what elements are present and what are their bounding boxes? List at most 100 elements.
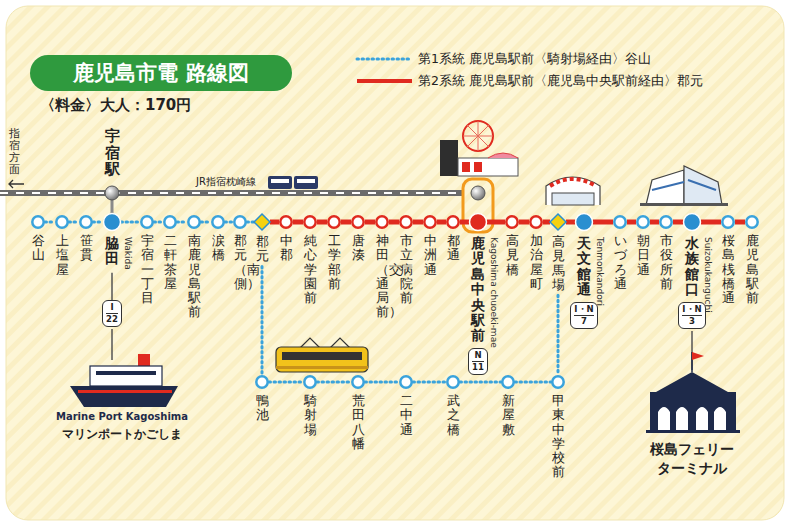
stop-circle xyxy=(637,216,648,227)
central-station-illustration xyxy=(440,140,458,176)
jr-line xyxy=(105,186,119,200)
stop-circle xyxy=(351,215,365,229)
route-2-track xyxy=(519,220,529,225)
stop-circle xyxy=(212,216,223,227)
stop-circle xyxy=(529,215,543,229)
tram-stop: 宇宿一丁目 xyxy=(140,215,154,229)
legend-sample xyxy=(357,59,412,81)
major-stop-circle xyxy=(470,214,487,231)
route-1-track xyxy=(45,221,55,224)
aquarium-building xyxy=(652,180,716,190)
ferry-terminal-illustration xyxy=(646,430,740,433)
stop-romaji: Kagoshima chuoeki-mae xyxy=(488,237,499,348)
stop-circle xyxy=(506,216,517,227)
central-station-frame xyxy=(471,186,485,200)
stop-circle xyxy=(256,376,267,387)
junction-diamond xyxy=(254,214,270,230)
jr-line-name: JR指宿枕崎線 xyxy=(196,175,256,189)
tram-stop: 荒田八幡 xyxy=(351,375,365,389)
stop-circle xyxy=(304,376,315,387)
stop-name: 高見橋 xyxy=(506,234,519,277)
tenmonkan-arcade xyxy=(546,177,600,205)
stop-circle xyxy=(279,215,293,229)
tram-stop: 天文館通Tenmonkandori xyxy=(575,213,593,231)
route-2-track xyxy=(317,220,327,225)
stop-name: 工学部前 xyxy=(328,234,341,291)
stop-circle xyxy=(446,375,460,389)
stop-circle xyxy=(423,215,437,229)
tram-stop: 加治屋町 xyxy=(529,215,543,229)
central-station-illustration xyxy=(463,121,493,151)
aquarium-building xyxy=(640,203,728,206)
central-station-illustration xyxy=(462,162,470,172)
leader-line xyxy=(112,329,692,370)
tram-stop: 水族館口Suizokukanguchi xyxy=(683,213,701,231)
stop-circle xyxy=(614,216,625,227)
stop-circle xyxy=(352,216,363,227)
stop-circle xyxy=(187,215,201,229)
destination-romaji: Marine Port Kagoshima xyxy=(56,411,188,422)
stop-name: 天文館通 xyxy=(577,236,591,298)
stop-name: 鴨池 xyxy=(256,394,269,423)
stop-name: 甲東中学校前 xyxy=(552,394,565,480)
tram-illustration xyxy=(282,352,362,360)
tram-stop: 笹貫 xyxy=(79,215,93,229)
stop-circle xyxy=(722,216,733,227)
route-1-track xyxy=(201,221,211,224)
stop-circle xyxy=(280,216,291,227)
stop-circle xyxy=(328,216,339,227)
ferry-terminal-illustration xyxy=(658,407,726,430)
route-1-track xyxy=(269,381,303,384)
stop-circle xyxy=(530,216,541,227)
stop-name: 市役所前 xyxy=(660,234,673,291)
stop-circle xyxy=(399,215,413,229)
tram-stop: 唐湊 xyxy=(351,215,365,229)
stop-circle xyxy=(376,216,387,227)
stop-name: 都通 xyxy=(447,234,460,263)
stop-name: 二軒茶屋 xyxy=(164,234,177,291)
stop-circle xyxy=(233,215,247,229)
stop-circle xyxy=(164,216,175,227)
ship-illustration xyxy=(70,354,178,407)
fare-note: 〈料金〉大人：170円 xyxy=(40,96,191,115)
stop-circle xyxy=(552,376,563,387)
direction-label: 指宿方面 xyxy=(9,128,20,176)
jr-train xyxy=(297,179,315,183)
route-1-track xyxy=(93,221,103,224)
tram-stop: 中郡 xyxy=(279,215,293,229)
stop-circle xyxy=(304,216,315,227)
tram-stop: 郡元（南側） xyxy=(233,215,247,229)
stop-circle xyxy=(79,215,93,229)
stop-name: いづろ通 xyxy=(614,234,627,291)
stop-circle xyxy=(327,215,341,229)
route-1-track xyxy=(460,381,501,384)
stop-circle xyxy=(683,213,701,231)
central-station-illustration xyxy=(488,153,518,158)
ship-illustration xyxy=(138,354,150,366)
station-number: 11 xyxy=(472,361,484,373)
stop-name: 荒田八幡 xyxy=(352,394,365,451)
route-1-track xyxy=(317,381,351,384)
stop-circle xyxy=(303,215,317,229)
stop-circle xyxy=(447,216,458,227)
stop-circle xyxy=(140,215,154,229)
stop-circle xyxy=(575,213,593,231)
tram-stop: 高見馬場 xyxy=(550,214,566,230)
stop-name: 涙橋 xyxy=(212,234,225,263)
stop-name: 南鹿児島駅前 xyxy=(188,234,201,320)
stop-circle xyxy=(746,216,757,227)
stop-name: 鹿児島中央駅前 xyxy=(471,236,485,344)
stop-circle xyxy=(55,215,69,229)
stop-romaji: Suizokukanguchi xyxy=(702,237,713,313)
station-number: I・N xyxy=(682,304,701,315)
station-number: N xyxy=(472,350,484,361)
jr-line xyxy=(0,192,464,194)
station-number-badge: I・N3 xyxy=(678,302,705,329)
stop-name: 笹貫 xyxy=(80,234,93,263)
central-station-illustration xyxy=(463,121,493,151)
stop-circle xyxy=(447,376,458,387)
tram-stop: 甲東中学校前 xyxy=(551,375,565,389)
tram-stop: 都通 xyxy=(446,215,460,229)
route-2-track xyxy=(460,220,469,225)
